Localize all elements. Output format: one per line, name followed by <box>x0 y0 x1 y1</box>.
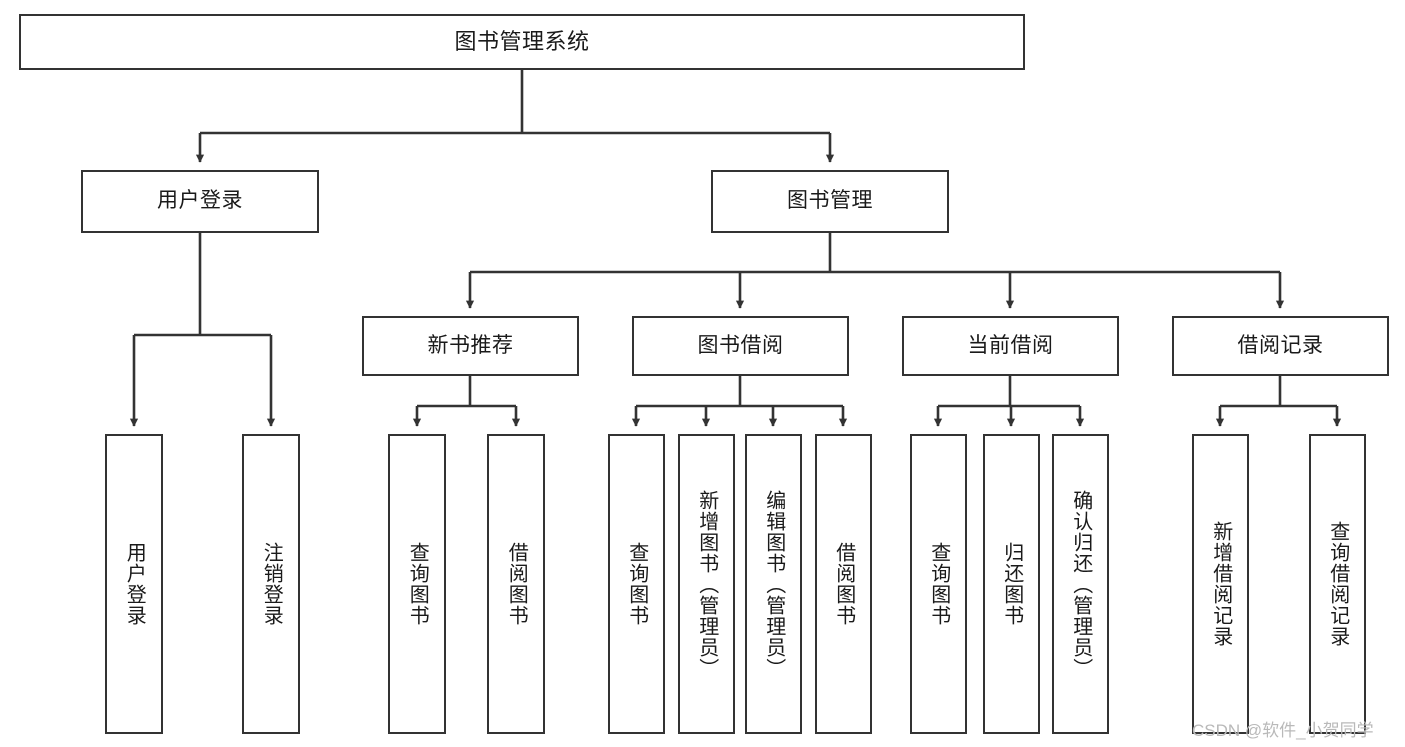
node-current-borrow[interactable]: 当前借阅 <box>902 316 1119 376</box>
node-label: 注销登录 <box>260 542 283 626</box>
node-label: 图书管理系统 <box>454 29 590 55</box>
node-label: 查询图书 <box>625 542 648 626</box>
node-user-login[interactable]: 用户登录 <box>81 170 319 233</box>
node-leaf-borrow-book-2[interactable]: 借阅图书 <box>815 434 872 734</box>
node-book-manage[interactable]: 图书管理 <box>711 170 949 233</box>
node-leaf-logout[interactable]: 注销登录 <box>242 434 300 734</box>
node-leaf-borrow-book-1[interactable]: 借阅图书 <box>487 434 545 734</box>
node-label: 查询图书 <box>406 542 429 626</box>
node-leaf-query-book-3[interactable]: 查询图书 <box>910 434 967 734</box>
node-label: 借阅图书 <box>832 542 855 626</box>
node-root-book-management-system[interactable]: 图书管理系统 <box>19 14 1025 70</box>
node-label: 新增图书（管理员） <box>695 489 718 679</box>
node-label: 归还图书 <box>1000 542 1023 626</box>
node-label: 当前借阅 <box>967 333 1054 357</box>
node-label: 确认归还（管理员） <box>1069 489 1092 679</box>
node-borrow-record[interactable]: 借阅记录 <box>1172 316 1389 376</box>
node-label: 用户登录 <box>157 189 243 213</box>
node-label: 图书借阅 <box>697 333 784 357</box>
node-label: 用户登录 <box>123 542 146 626</box>
node-leaf-confirm-return[interactable]: 确认归还（管理员） <box>1052 434 1109 734</box>
csdn-watermark: CSDN @软件_小贺同学 <box>1192 721 1374 740</box>
node-leaf-query-book-1[interactable]: 查询图书 <box>388 434 446 734</box>
node-leaf-query-record[interactable]: 查询借阅记录 <box>1309 434 1366 734</box>
node-label: 借阅记录 <box>1237 333 1324 357</box>
node-leaf-add-book[interactable]: 新增图书（管理员） <box>678 434 735 734</box>
node-label: 借阅图书 <box>505 542 528 626</box>
node-leaf-query-book-2[interactable]: 查询图书 <box>608 434 665 734</box>
node-book-borrow[interactable]: 图书借阅 <box>632 316 849 376</box>
node-label: 图书管理 <box>787 189 873 213</box>
node-leaf-user-login[interactable]: 用户登录 <box>105 434 163 734</box>
node-label: 新书推荐 <box>427 333 514 357</box>
node-label: 查询图书 <box>927 542 950 626</box>
node-leaf-edit-book[interactable]: 编辑图书（管理员） <box>745 434 802 734</box>
node-leaf-add-record[interactable]: 新增借阅记录 <box>1192 434 1249 734</box>
node-label: 查询借阅记录 <box>1326 521 1349 647</box>
node-label: 新增借阅记录 <box>1209 521 1232 647</box>
node-leaf-return-book[interactable]: 归还图书 <box>983 434 1040 734</box>
node-label: 编辑图书（管理员） <box>762 489 785 679</box>
node-new-book-recommend[interactable]: 新书推荐 <box>362 316 579 376</box>
